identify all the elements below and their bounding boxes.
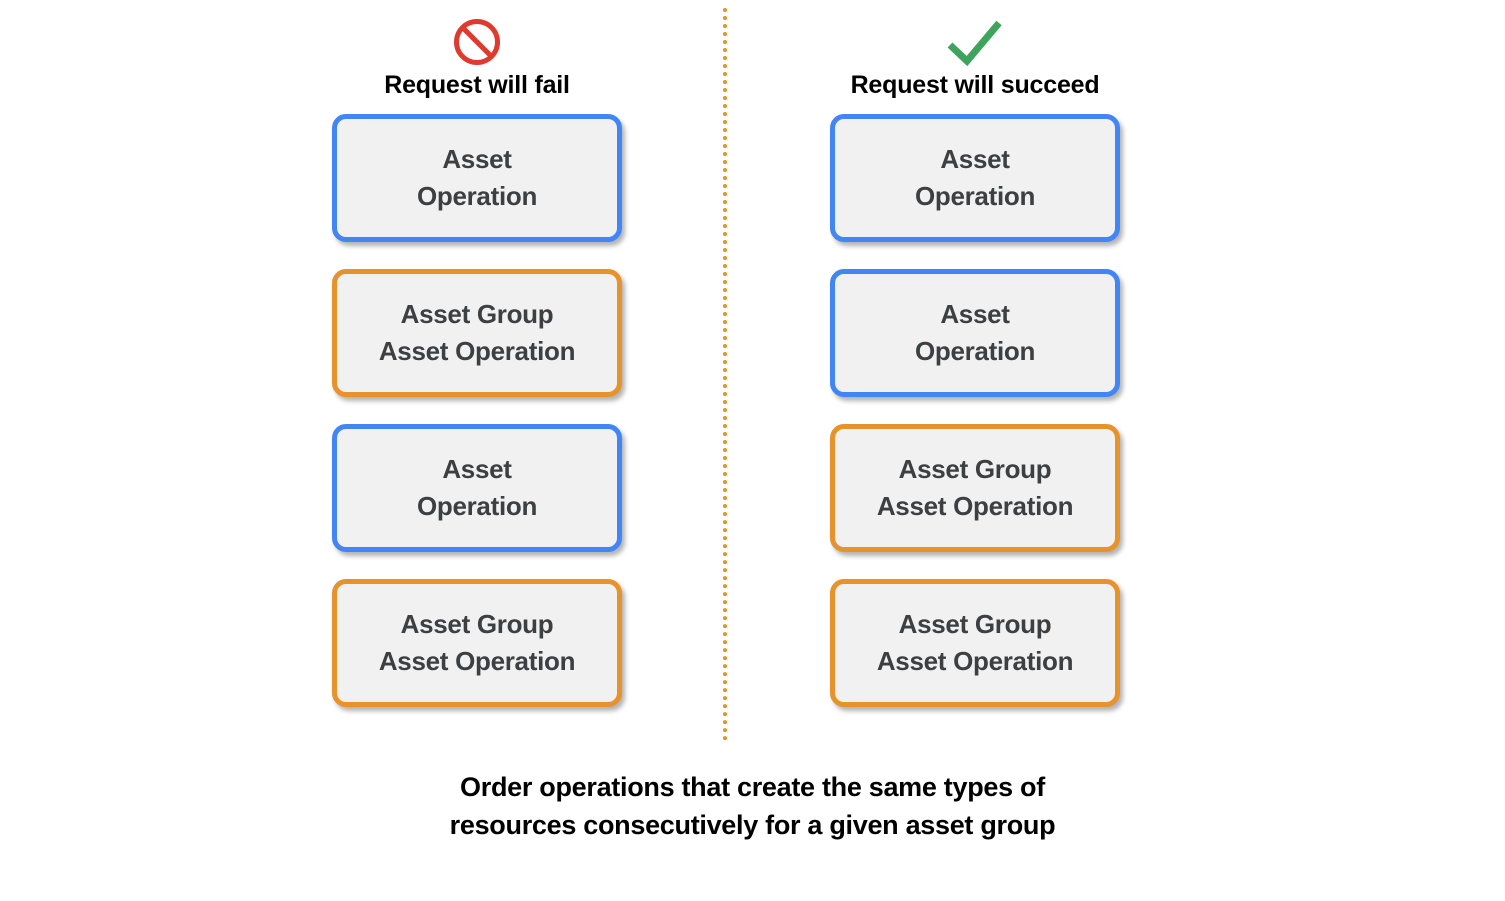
operation-box-line: Asset Operation [876, 491, 1074, 521]
caption-line-2: resources consecutively for a given asse… [449, 810, 1056, 840]
operation-box-line: Asset Operation [378, 336, 576, 366]
operation-box[interactable]: Asset Operation [830, 114, 1120, 242]
operation-box[interactable]: Asset Group Asset Operation [830, 424, 1120, 552]
operation-box-line: Asset Operation [876, 646, 1074, 676]
operation-box[interactable]: Asset Group Asset Operation [332, 269, 622, 397]
column-title-fail: Request will fail [384, 71, 570, 99]
operation-box[interactable]: Asset Operation [332, 424, 622, 552]
operation-box[interactable]: Asset Group Asset Operation [332, 579, 622, 707]
column-request-will-succeed: Request will succeed Asset Operation Ass… [830, 14, 1120, 734]
operation-box-line: Asset [940, 299, 1010, 329]
column-header-succeed: Request will succeed [830, 14, 1120, 100]
operation-box-line: Operation [416, 491, 538, 521]
operation-box[interactable]: Asset Operation [332, 114, 622, 242]
checkmark-icon [830, 14, 1120, 70]
column-title-succeed: Request will succeed [850, 71, 1100, 99]
no-entry-icon [332, 14, 622, 70]
operation-box-line: Asset [442, 454, 512, 484]
column-header-fail: Request will fail [332, 14, 622, 100]
operation-box-line: Asset Group [400, 299, 554, 329]
operation-box[interactable]: Asset Operation [830, 269, 1120, 397]
operation-box-line: Asset Group [898, 454, 1052, 484]
operation-list-succeed: Asset Operation Asset Operation Asset Gr… [830, 114, 1120, 707]
operation-box-line: Asset Group [400, 609, 554, 639]
operation-list-fail: Asset Operation Asset Group Asset Operat… [332, 114, 622, 707]
diagram-caption: Order operations that create the same ty… [0, 768, 1505, 844]
column-divider [723, 8, 727, 741]
operation-box-line: Operation [416, 181, 538, 211]
operation-box-line: Asset [940, 144, 1010, 174]
operation-box-line: Operation [914, 181, 1036, 211]
caption-line-1: Order operations that create the same ty… [460, 772, 1045, 802]
operation-box-line: Operation [914, 336, 1036, 366]
operation-box-line: Asset Group [898, 609, 1052, 639]
column-request-will-fail: Request will fail Asset Operation Asset … [332, 14, 622, 734]
operation-box[interactable]: Asset Group Asset Operation [830, 579, 1120, 707]
operation-box-line: Asset Operation [378, 646, 576, 676]
operation-box-line: Asset [442, 144, 512, 174]
